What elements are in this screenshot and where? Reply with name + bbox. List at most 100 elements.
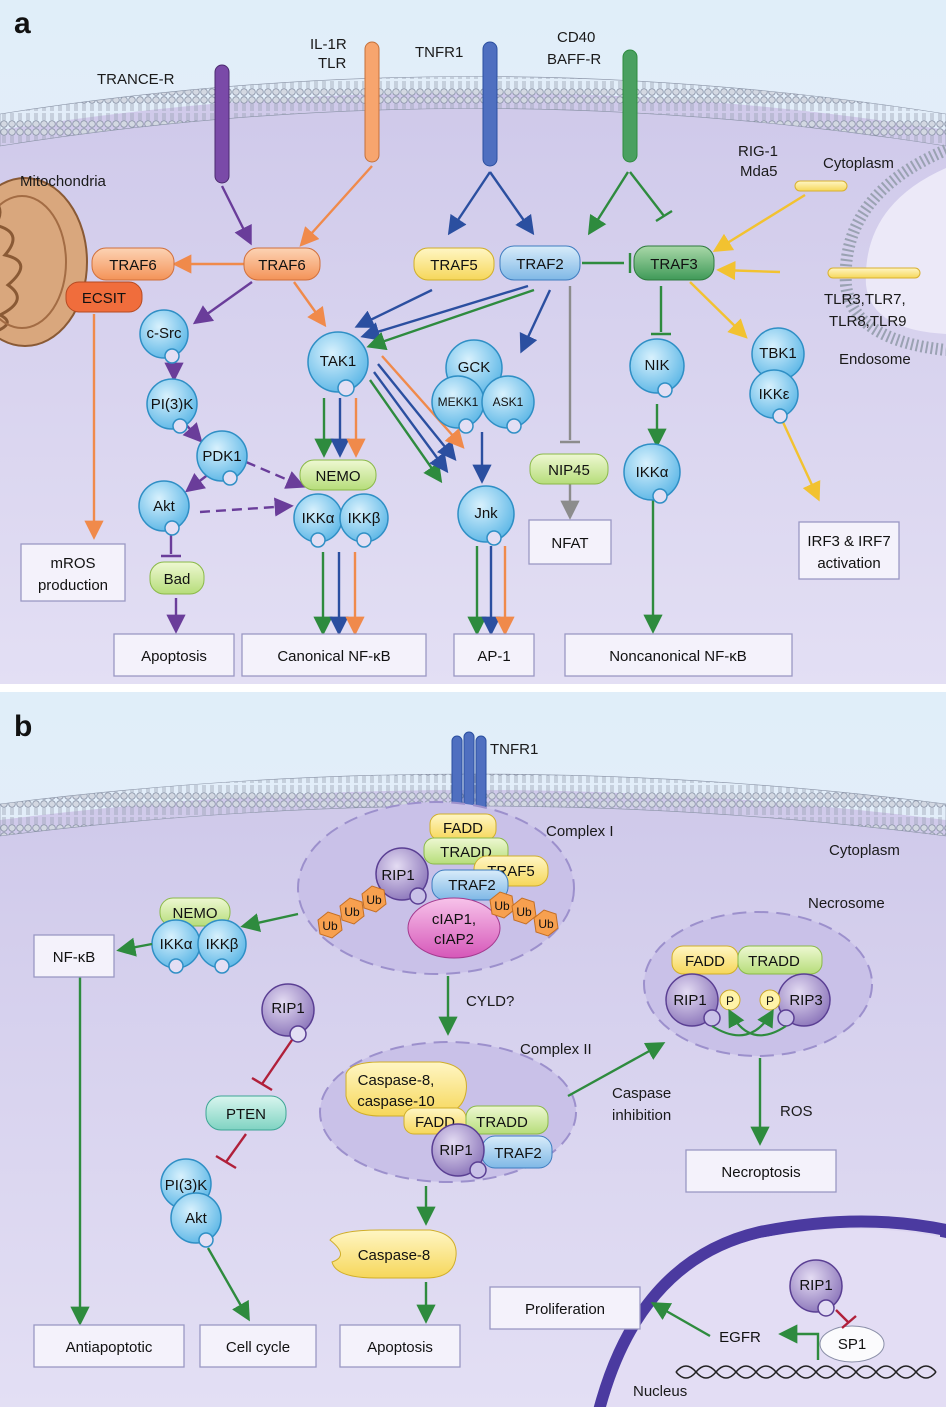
node-traf2-a: TRAF2 xyxy=(499,245,581,281)
outcome-irf: IRF3 & IRF7 activation xyxy=(798,521,900,580)
outcome-apoptosis-a: Apoptosis xyxy=(113,633,235,677)
b-outcome-necroptosis: Necroptosis xyxy=(685,1149,837,1193)
panel-letter-a: a xyxy=(14,7,31,40)
p-2: P xyxy=(766,994,774,1008)
ci-traf2: TRAF2 xyxy=(431,869,509,901)
mitochondria-icon xyxy=(0,177,88,347)
n-rip1: RIP1 xyxy=(665,973,721,1027)
receptor-il1r-tlr xyxy=(364,41,380,163)
nemo-a-label: NEMO xyxy=(316,468,361,485)
node-ikka-nc: IKKα xyxy=(623,443,681,504)
ikka-nc-label: IKKα xyxy=(636,464,669,481)
node-gck-complex: GCK MEKK1 ASK1 xyxy=(431,339,535,434)
node-traf6: TRAF6 xyxy=(243,247,321,281)
node-ikka-a: IKKα xyxy=(293,493,343,548)
label-caspase-inh-2: inhibition xyxy=(612,1107,671,1124)
arrows-a xyxy=(84,165,821,636)
ub-5: Ub xyxy=(516,905,532,919)
mekk1-label: MEKK1 xyxy=(438,395,479,409)
b-nemo: NEMO xyxy=(159,897,231,927)
panel-letter-b: b xyxy=(14,710,32,743)
label-tlr-endo-2: TLR8,TLR9 xyxy=(829,313,907,330)
c2-casp-2: caspase-10 xyxy=(357,1093,435,1110)
c2-caspase: Caspase-8, caspase-10 xyxy=(345,1061,467,1117)
ci-ciap-2: cIAP2 xyxy=(434,931,474,948)
p-1: P xyxy=(726,994,734,1008)
b-nfkb-label: NF-κB xyxy=(53,949,96,966)
label-cyld: CYLD? xyxy=(466,993,514,1010)
ci-fadd: FADD xyxy=(429,813,497,841)
panel-a: a TRANCE-R IL-1R TLR TNFR1 CD40 BAFF-R M… xyxy=(0,0,946,684)
b-cellcycle-label: Cell cycle xyxy=(226,1339,290,1356)
ubiquitin-chain-right: Ub Ub Ub xyxy=(489,891,559,937)
receptor-trance-r xyxy=(214,64,230,184)
n-rip3: RIP3 xyxy=(777,973,831,1027)
ub-1: Ub xyxy=(322,919,338,933)
ikke-label: IKKε xyxy=(759,386,790,403)
nip45-label: NIP45 xyxy=(548,462,590,479)
phospho-arrow-1 xyxy=(711,1008,774,1037)
n-phospho-2: P xyxy=(759,989,781,1011)
csrc-label: c-Src xyxy=(147,325,182,342)
traf6-mito-label: TRAF6 xyxy=(109,257,157,274)
pi3k-a-label: PI(3)K xyxy=(151,396,194,413)
b-ikka: IKKα xyxy=(151,919,201,974)
tak1-label: TAK1 xyxy=(320,353,356,370)
label-tlr: TLR xyxy=(318,55,347,72)
label-cytoplasm-a: Cytoplasm xyxy=(823,155,894,172)
b-rip1-left-label: RIP1 xyxy=(271,1000,304,1017)
node-ikkb-a: IKKβ xyxy=(339,493,389,548)
ci-ciap-1: cIAP1, xyxy=(432,911,476,928)
n-fadd-label: FADD xyxy=(685,953,725,970)
label-cytoplasm-b: Cytoplasm xyxy=(829,842,900,859)
ci-tradd-label: TRADD xyxy=(440,844,492,861)
label-ros: ROS xyxy=(780,1103,813,1120)
b-necroptosis-label: Necroptosis xyxy=(721,1164,800,1181)
label-tlr-endo-1: TLR3,TLR7, xyxy=(824,291,906,308)
b-outcome-nfkb: NF-κB xyxy=(33,934,115,978)
nfat-label: NFAT xyxy=(551,535,588,552)
node-bad: Bad xyxy=(149,561,205,595)
ub-3: Ub xyxy=(366,893,382,907)
ub-6: Ub xyxy=(538,917,554,931)
endosome-membrane xyxy=(839,144,946,356)
plasma-membrane-a xyxy=(0,76,946,147)
node-traf5-a: TRAF5 xyxy=(413,247,495,281)
c2-rip1-label: RIP1 xyxy=(439,1142,472,1159)
bad-label: Bad xyxy=(164,571,191,588)
node-nemo-a: NEMO xyxy=(299,459,377,491)
ub-2: Ub xyxy=(344,905,360,919)
b-antiapoptotic-label: Antiapoptotic xyxy=(66,1339,153,1356)
b-proliferation-label: Proliferation xyxy=(525,1301,605,1318)
b-pten-label: PTEN xyxy=(226,1106,266,1123)
b-rip1-left: RIP1 xyxy=(261,983,315,1043)
rig1-sensor xyxy=(794,180,848,192)
label-tnfr1-b: TNFR1 xyxy=(490,741,538,758)
c2-tradd: TRADD xyxy=(465,1105,549,1135)
label-necrosome: Necrosome xyxy=(808,895,885,912)
irf-line2: activation xyxy=(817,555,880,572)
panel-b: b Nucleus TNFR1 Complex I FADD TRADD xyxy=(0,692,946,1407)
node-pi3k-a: PI(3)K xyxy=(146,378,198,434)
node-nik: NIK xyxy=(629,338,685,398)
b-ikkb: IKKβ xyxy=(197,919,247,974)
receptor-tnfr1-a xyxy=(482,41,498,167)
ask1-label: ASK1 xyxy=(493,395,524,409)
c2-traf2-label: TRAF2 xyxy=(494,1145,542,1162)
ub-4: Ub xyxy=(494,899,510,913)
jnk-label: Jnk xyxy=(474,505,498,522)
c2-casp-1: Caspase-8, xyxy=(358,1072,435,1089)
node-jnk: Jnk xyxy=(457,485,515,546)
node-traf6-mito: TRAF6 xyxy=(91,247,175,281)
mros-line1: mROS xyxy=(51,555,96,572)
endosome-lumen xyxy=(865,168,946,334)
node-tbk1: TBK1 IKKε xyxy=(749,327,805,424)
ikkb-a-label: IKKβ xyxy=(348,510,381,527)
label-baff-r: BAFF-R xyxy=(547,51,601,68)
pdk1-label: PDK1 xyxy=(202,448,241,465)
label-trance-r: TRANCE-R xyxy=(97,71,175,88)
b-outcome-cellcycle: Cell cycle xyxy=(199,1324,317,1368)
traf5-a-label: TRAF5 xyxy=(430,257,478,274)
noncanonical-label: Noncanonical NF-κB xyxy=(609,648,747,665)
